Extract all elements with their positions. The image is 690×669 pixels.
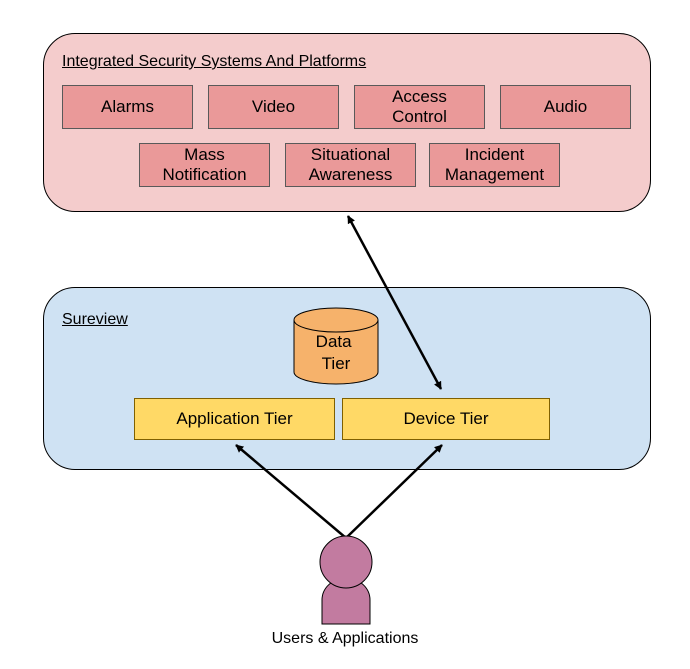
- mass-notification-label: Mass Notification: [162, 145, 247, 184]
- situational-awareness-label: Situational Awareness: [308, 145, 393, 184]
- users-applications-label: Users & Applications: [271, 630, 419, 647]
- data-tier-label-line-2: Tier: [322, 354, 351, 373]
- audio-box: Audio: [500, 85, 631, 129]
- incident-management-box: Incident Management: [429, 143, 560, 187]
- data-tier-label: Data Tier: [316, 332, 357, 373]
- security-systems-title: Integrated Security Systems And Platform…: [62, 53, 367, 70]
- incident-management-label: Incident Management: [444, 145, 545, 184]
- video-box: Video: [208, 85, 339, 129]
- access-control-label: Access Control: [392, 87, 447, 126]
- mass-notification-box: Mass Notification: [139, 143, 270, 187]
- data-tier-label-line-1: Data: [316, 332, 352, 351]
- arrow-user-to-device-tier: [345, 444, 443, 539]
- sureview-title: Sureview: [62, 311, 128, 328]
- data-tier-cylinder: Data Tier: [293, 307, 379, 385]
- device-tier-label: Device Tier: [403, 409, 489, 428]
- arrow-user-to-application-tier: [235, 444, 347, 539]
- device-tier-box: Device Tier: [342, 398, 550, 440]
- alarms-box: Alarms: [62, 85, 193, 129]
- video-label: Video: [251, 97, 296, 116]
- audio-label: Audio: [543, 97, 588, 116]
- alarms-label: Alarms: [101, 97, 154, 116]
- application-tier-box: Application Tier: [134, 398, 335, 440]
- situational-awareness-box: Situational Awareness: [285, 143, 416, 187]
- user-icon: [319, 535, 373, 625]
- arrow-device-to-platforms: [346, 215, 443, 390]
- application-tier-label: Application Tier: [176, 409, 293, 428]
- access-control-box: Access Control: [354, 85, 485, 129]
